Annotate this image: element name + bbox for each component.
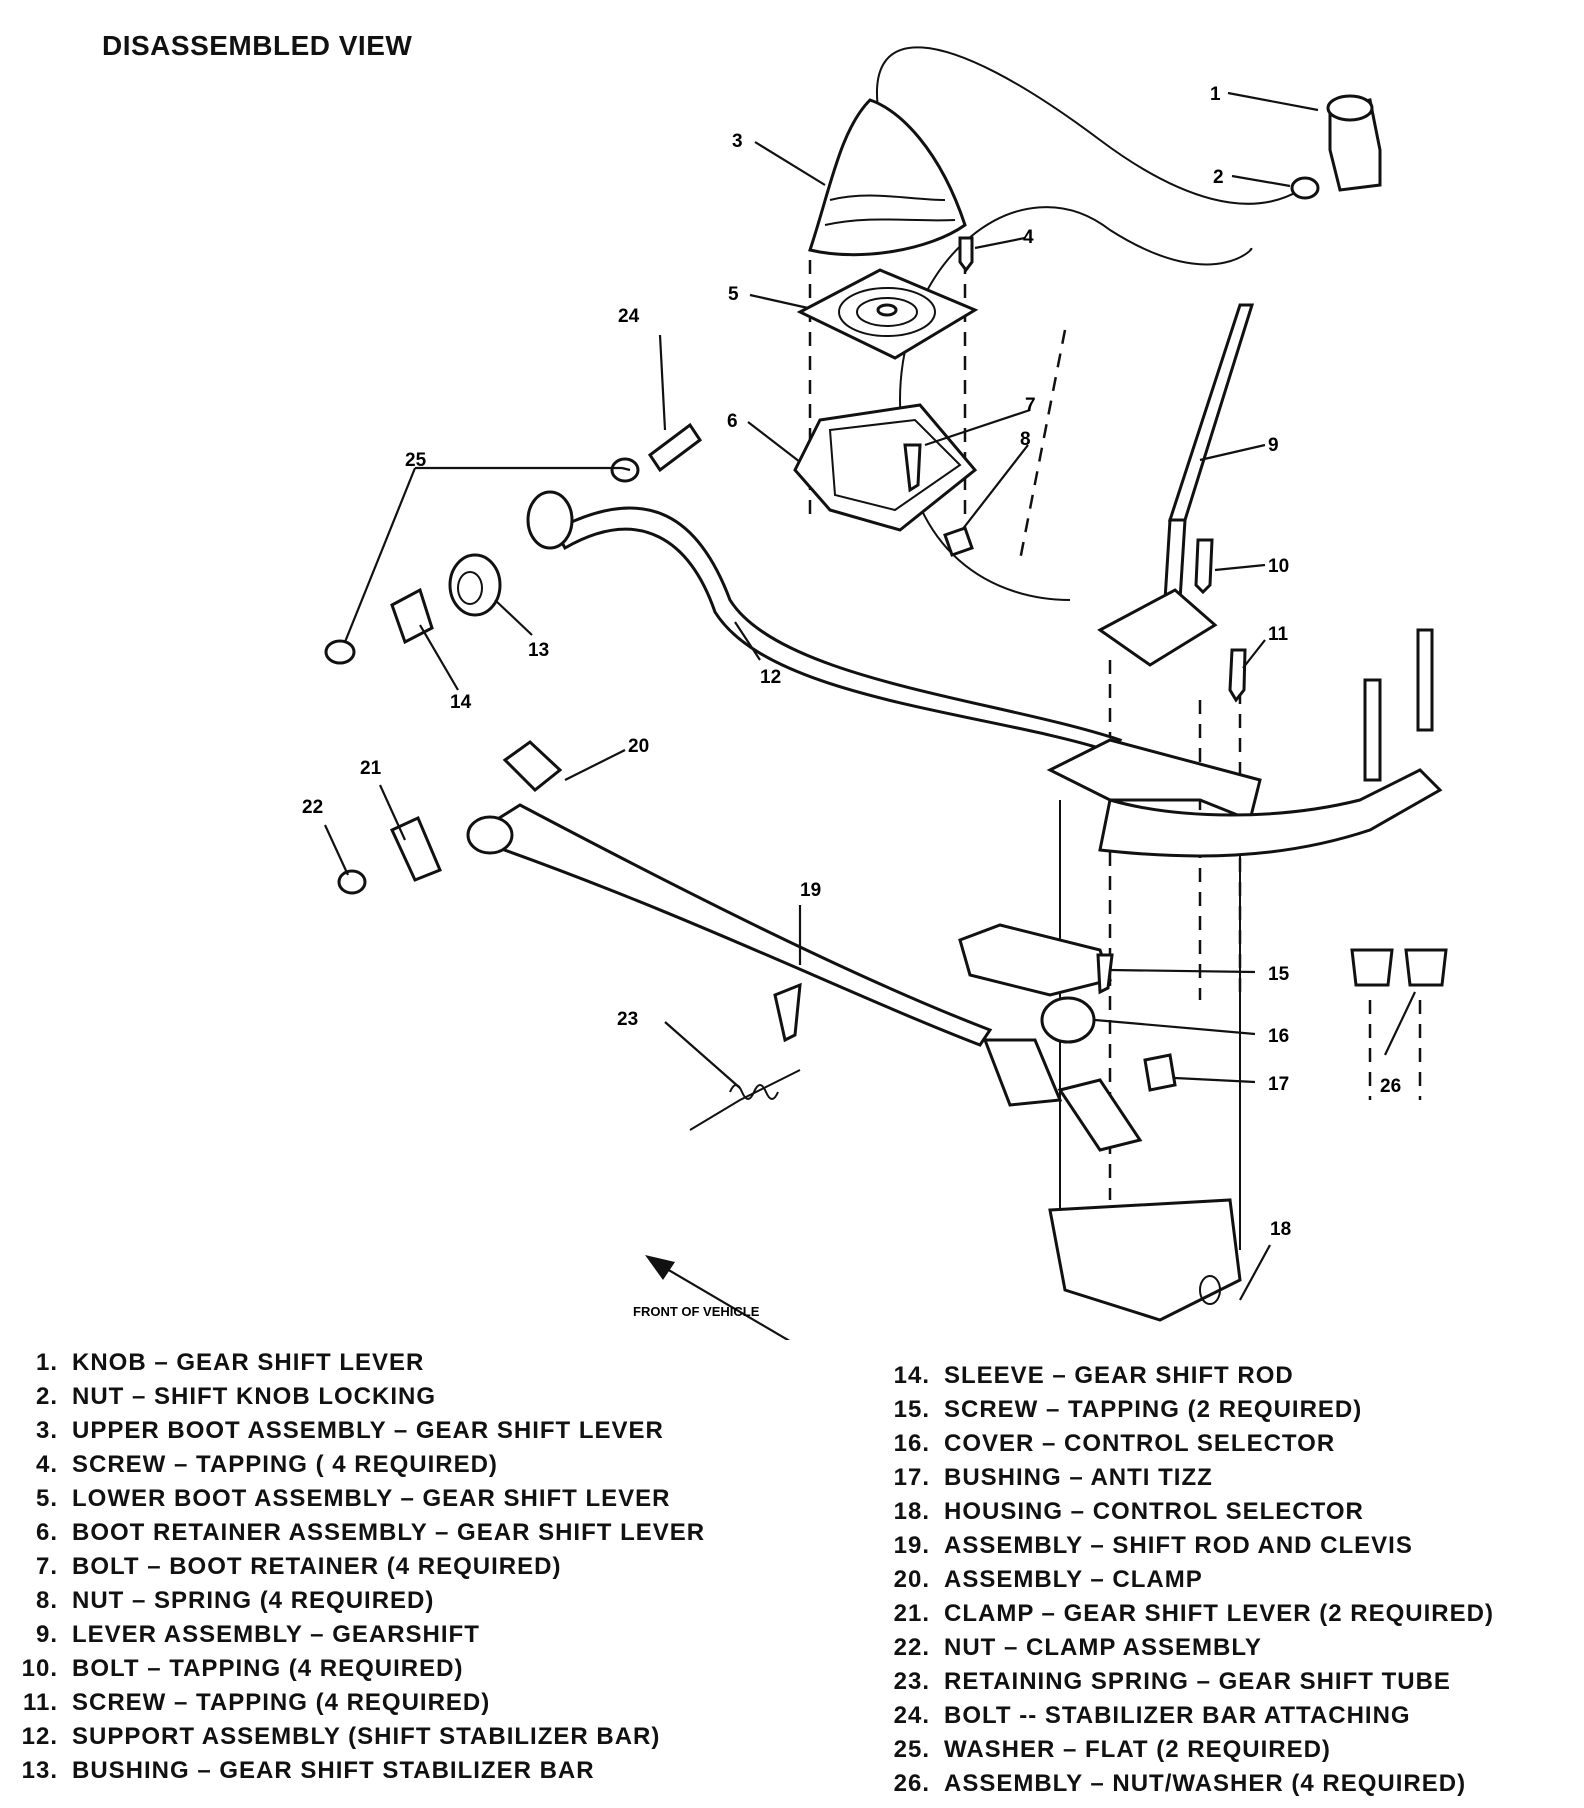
callout-2: 2 [1213,167,1224,188]
callout-3: 3 [732,131,743,152]
mounting-stud-left-icon [1363,678,1382,782]
clamp-nut-icon [337,869,367,895]
boot-retainer-icon [793,403,978,532]
legend-item: 1.KNOB – GEAR SHIFT LEVER [35,1349,425,1376]
legend-item: 8.NUT – SPRING (4 REQUIRED) [35,1587,435,1614]
anti-tizz-bushing-icon [1143,1053,1177,1092]
legend-item: 9.LEVER ASSEMBLY – GEARSHIFT [35,1621,480,1648]
callout-6: 6 [727,411,738,432]
legend-item: 10.BOLT – TAPPING (4 REQUIRED) [21,1655,464,1682]
rod-bracket-icon [773,982,802,1043]
rod-clevis-icon [466,815,514,855]
mounting-stud-right-icon [1416,628,1434,732]
callout-9: 9 [1268,435,1279,456]
shift-knob-nut-icon [1290,176,1320,200]
assembly-dash-3 [1018,329,1067,561]
rod-boot-icon [982,1038,1063,1107]
leader-lines [324,91,1416,1301]
legend-item: 17.BUSHING – ANTI TIZZ [893,1464,1213,1491]
legend-item: 22.NUT – CLAMP ASSEMBLY [893,1634,1262,1661]
legend-item: 26.ASSEMBLY – NUT/WASHER (4 REQUIRED) [893,1770,1467,1797]
legend-item: 21.CLAMP – GEAR SHIFT LEVER (2 REQUIRED) [893,1600,1494,1627]
housing-bracket-arm-icon [1098,768,1443,858]
flat-washer-lower-icon [324,639,356,665]
legend-item: 11.SCREW – TAPPING (4 REQUIRED) [22,1689,491,1716]
legend-item: 6.BOOT RETAINER ASSEMBLY – GEAR SHIFT LE… [35,1519,706,1546]
legend-item: 25.WASHER – FLAT (2 REQUIRED) [893,1736,1331,1763]
legend-item: 16.COVER – CONTROL SELECTOR [893,1430,1336,1457]
callout-21: 21 [360,758,382,779]
nut-washer-right-icon [1404,948,1448,987]
callout-15: 15 [1268,964,1290,985]
callout-16: 16 [1268,1026,1289,1047]
callout-26: 26 [1380,1076,1401,1097]
control-selector-housing-icon [1046,738,1262,1322]
tapping-screw-icon [958,236,974,273]
legend-item: 20.ASSEMBLY – CLAMP [893,1566,1203,1593]
legend-item: 12.SUPPORT ASSEMBLY (SHIFT STABILIZER BA… [21,1723,661,1750]
lever-base-icon [1097,588,1218,667]
callout-10: 10 [1268,556,1289,577]
callout-22: 22 [302,797,323,818]
callout-24: 24 [618,306,640,327]
selector-screw-icon [1096,953,1114,995]
legend-item: 2.NUT – SHIFT KNOB LOCKING [35,1383,436,1410]
callout-17: 17 [1268,1074,1289,1095]
callout-11: 11 [1268,624,1289,645]
boot-retainer-bolt-icon [903,443,922,493]
parts-legend-right: 14.SLEEVE – GEAR SHIFT ROD 15.SCREW – TA… [890,1359,1494,1801]
tapping-screw-11-icon [1228,648,1247,703]
legend-item: 18.HOUSING – CONTROL SELECTOR [893,1498,1364,1525]
legend-item: 23.RETAINING SPRING – GEAR SHIFT TUBE [893,1668,1451,1695]
callout-8: 8 [1020,429,1031,450]
callout-14: 14 [450,692,472,713]
stabilizer-bolt-icon [647,422,703,473]
legend-item: 3.UPPER BOOT ASSEMBLY – GEAR SHIFT LEVER [35,1417,664,1444]
nut-washer-left-icon [1350,948,1394,987]
callout-numbers: 1 2 3 4 5 6 7 8 9 10 11 12 13 14 24 25 2… [302,84,1401,1240]
lever-path-line [898,206,1253,601]
legend-item: 15.SCREW – TAPPING (2 REQUIRED) [893,1396,1363,1423]
retaining-spring-icon [689,1069,801,1131]
legend-item: 19.ASSEMBLY – SHIFT ROD AND CLEVIS [893,1532,1413,1559]
callout-5: 5 [728,284,739,305]
gear-shift-clamp-icon [390,815,442,882]
selector-plate-icon [958,923,1112,997]
callout-20: 20 [628,736,649,757]
clamp-assembly-icon [502,740,563,793]
front-of-vehicle-arrow [645,1255,791,1340]
parts-legend-left: 1.KNOB – GEAR SHIFT LEVER 2.NUT – SHIFT … [18,1346,705,1788]
legend-item: 14.SLEEVE – GEAR SHIFT ROD [893,1362,1294,1389]
callout-23: 23 [617,1009,638,1030]
callout-4: 4 [1023,227,1034,248]
upper-boot-icon [808,98,967,257]
callout-7: 7 [1025,395,1036,416]
diagram-title: DISASSEMBLED VIEW [102,30,413,61]
callout-25: 25 [405,450,427,471]
stabilizer-bar-eye-icon [526,490,574,550]
knob-path-line [875,46,1301,205]
flat-washer-upper-icon [610,457,640,483]
control-selector-cover-icon [1040,996,1096,1044]
lower-boot-icon [796,268,979,360]
shift-rod-icon [478,803,993,1047]
tapping-bolt-icon [1194,538,1214,595]
spring-nut-icon [943,526,974,557]
exploded-view-diagram: FRONT OF VEHICLE 1 2 3 4 [302,46,1448,1340]
callout-19: 19 [800,880,821,901]
callout-18: 18 [1270,1219,1291,1240]
callout-1: 1 [1210,84,1221,105]
legend-item: 24.BOLT -- STABILIZER BAR ATTACHING [893,1702,1411,1729]
gear-shift-knob-icon [1326,94,1382,192]
callout-12: 12 [760,667,781,688]
callout-13: 13 [528,640,549,661]
legend-item: 7.BOLT – BOOT RETAINER (4 REQUIRED) [35,1553,562,1580]
gearshift-lever-icon [1167,303,1255,522]
legend-item: 13.BUSHING – GEAR SHIFT STABILIZER BAR [21,1757,595,1784]
stabilizer-support-bar-icon [552,506,1123,754]
front-of-vehicle-label: FRONT OF VEHICLE [633,1304,760,1319]
legend-item: 4.SCREW – TAPPING ( 4 REQUIRED) [35,1451,498,1478]
legend-item: 5.LOWER BOOT ASSEMBLY – GEAR SHIFT LEVER [35,1485,671,1512]
